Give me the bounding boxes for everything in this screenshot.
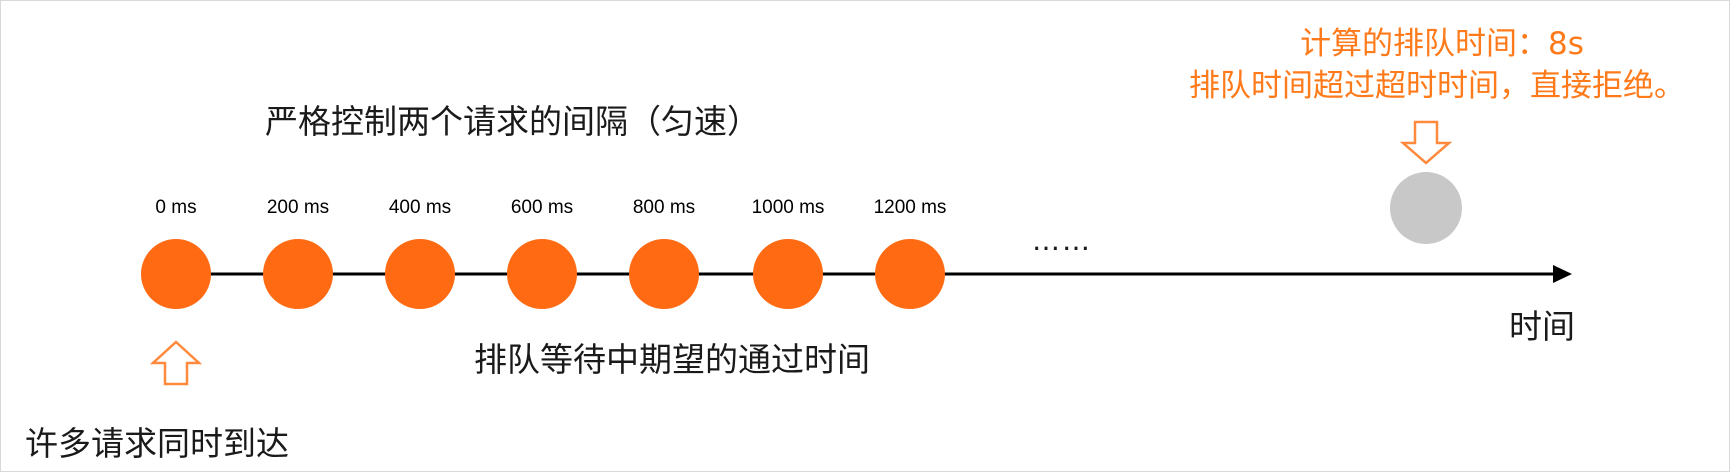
- request-dot: [753, 239, 823, 309]
- hollow-down-arrow-icon: [1399, 120, 1453, 165]
- rejected-request-dot: [1390, 172, 1462, 244]
- hollow-up-arrow-icon: [149, 340, 203, 386]
- right-arrowhead-icon: [1553, 265, 1572, 283]
- request-dot: [263, 239, 333, 309]
- time-label: 600 ms: [511, 197, 573, 218]
- time-label: 200 ms: [267, 197, 329, 218]
- request-dots: [141, 239, 945, 309]
- time-label: 1000 ms: [752, 197, 825, 218]
- arrival-caption: 许多请求同时到达: [25, 424, 289, 463]
- time-label: 800 ms: [633, 197, 695, 218]
- request-dot: [875, 239, 945, 309]
- diagram-title: 严格控制两个请求的间隔（匀速）: [265, 102, 760, 141]
- request-dot: [141, 239, 211, 309]
- rejection-note-line1: 计算的排队时间：8s: [1300, 26, 1584, 62]
- time-label: 1200 ms: [874, 197, 947, 218]
- request-dot: [629, 239, 699, 309]
- request-dot: [385, 239, 455, 309]
- rejection-note-line2: 排队时间超过超时时间，直接拒绝。: [1189, 68, 1685, 104]
- request-dot: [507, 239, 577, 309]
- time-label: 400 ms: [389, 197, 451, 218]
- axis-label: 时间: [1509, 307, 1575, 346]
- time-labels: 0 ms 200 ms 400 ms 600 ms 800 ms 1000 ms…: [155, 197, 946, 218]
- ellipsis: ……: [1032, 224, 1092, 257]
- time-label: 0 ms: [155, 197, 196, 218]
- queue-caption: 排队等待中期望的通过时间: [474, 340, 870, 379]
